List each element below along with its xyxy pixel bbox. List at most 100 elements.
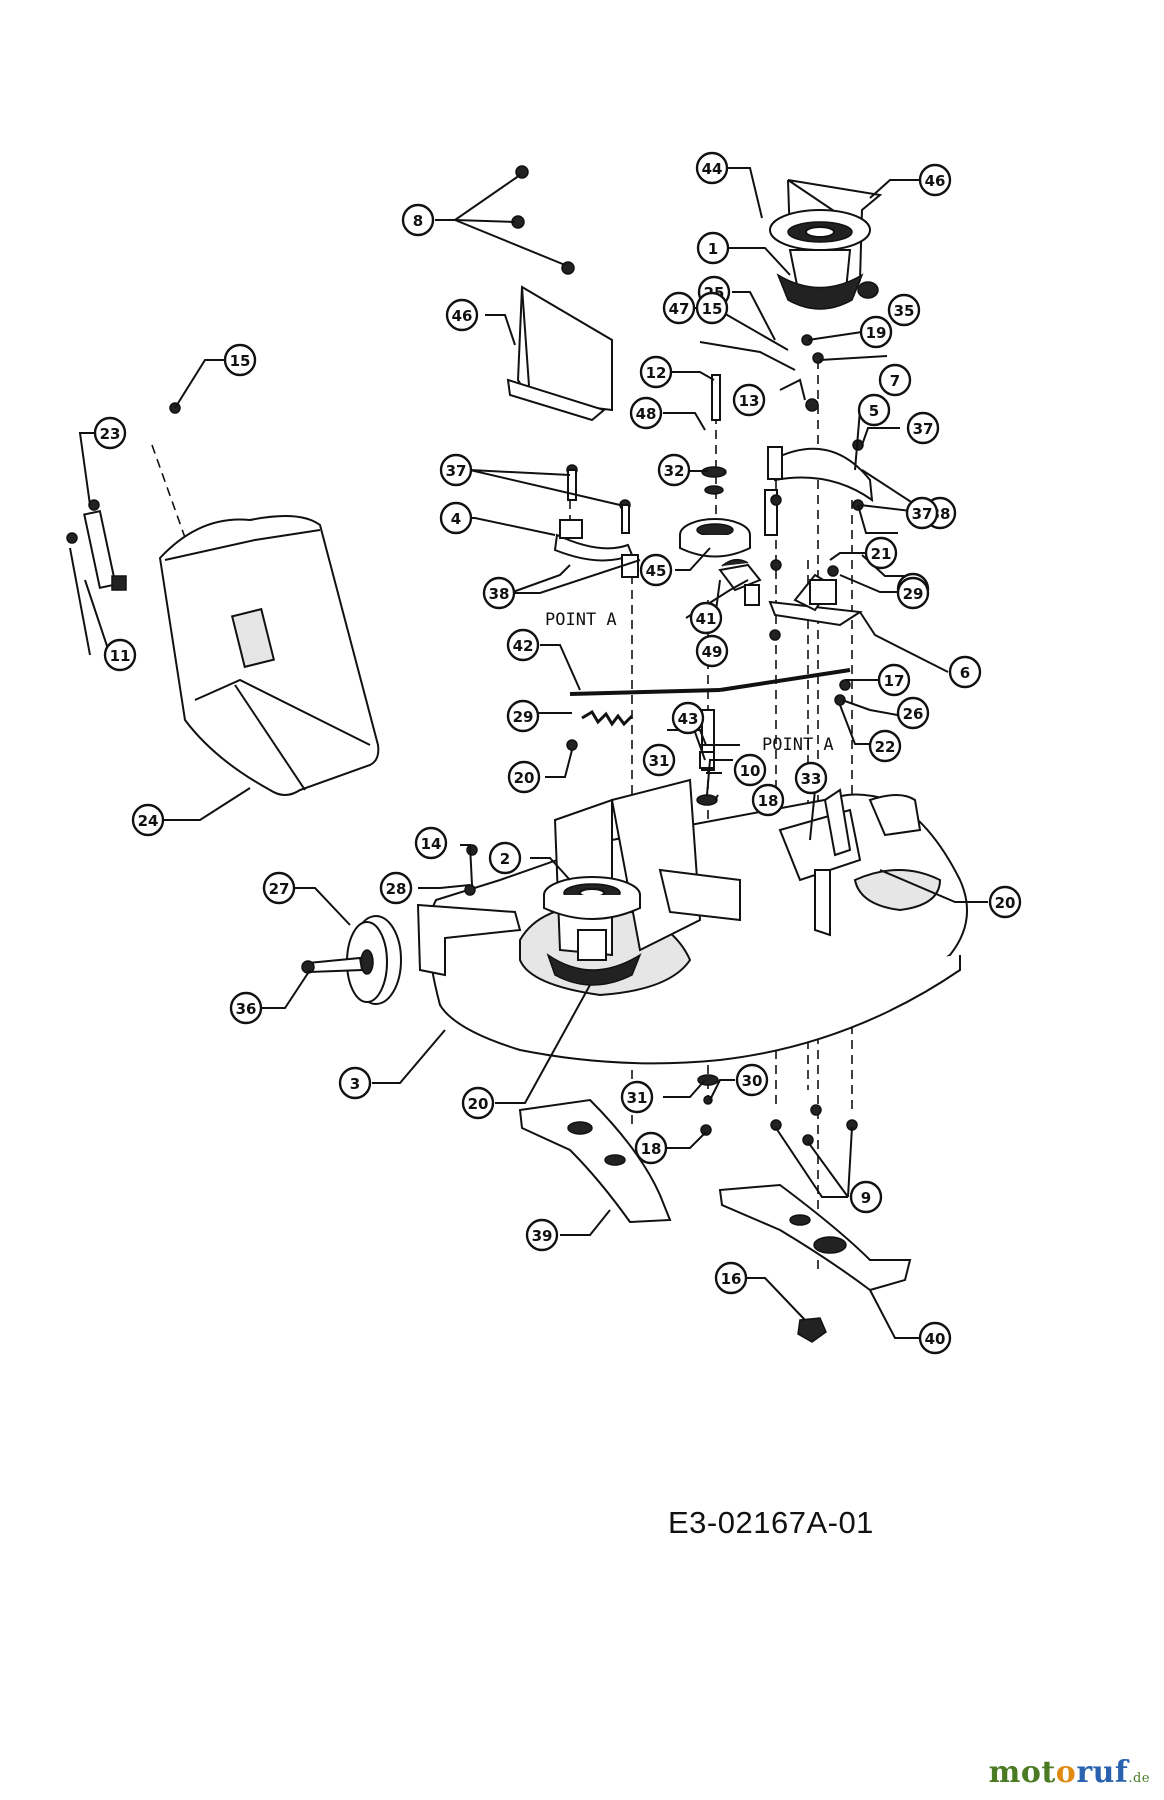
blades <box>518 1098 912 1343</box>
callout-circle <box>868 729 902 763</box>
callout-number: 10 <box>740 762 761 780</box>
callout-circle <box>696 231 730 265</box>
callout-circle <box>262 871 296 905</box>
callout-number: 20 <box>468 1095 489 1113</box>
callout-circle <box>506 628 540 662</box>
callout-number: 11 <box>110 647 131 665</box>
callout-group: 4446812515194735121374648537152337323843… <box>93 151 1022 1355</box>
callout-number: 37 <box>913 420 934 438</box>
callout-number: 35 <box>894 302 915 320</box>
deck-spindle <box>543 876 642 986</box>
callout-circle <box>896 576 930 610</box>
callout-circle <box>735 1063 769 1097</box>
callout-circle <box>507 760 541 794</box>
callout-circle <box>439 501 473 535</box>
wheel-assembly <box>301 903 522 1005</box>
callout-number: 15 <box>702 300 723 318</box>
callout-number: 37 <box>446 462 467 480</box>
callout-circle <box>714 1261 748 1295</box>
callout-number: 3 <box>350 1075 360 1093</box>
callout-number: 14 <box>421 835 442 853</box>
callout-circle <box>229 991 263 1025</box>
callout-circle <box>414 826 448 860</box>
callout-circle <box>379 871 413 905</box>
callout-number: 18 <box>641 1140 662 1158</box>
callout-number: 30 <box>742 1072 763 1090</box>
callout-number: 4 <box>451 510 461 528</box>
callout-number: 43 <box>678 710 699 728</box>
callout-number: 2 <box>500 850 510 868</box>
callout-circle <box>857 393 891 427</box>
callout-circle <box>695 634 729 668</box>
callout-number: 27 <box>269 880 290 898</box>
callout-number: 9 <box>861 1189 871 1207</box>
callout-circle <box>906 411 940 445</box>
callout-circle <box>488 841 522 875</box>
callout-number: 45 <box>646 562 667 580</box>
callout-number: 6 <box>960 664 970 682</box>
callout-number: 42 <box>513 637 534 655</box>
callout-number: 16 <box>721 1270 742 1288</box>
callout-number: 8 <box>413 212 423 230</box>
callout-number: 41 <box>696 610 717 628</box>
callout-number: 36 <box>236 1000 257 1018</box>
grass-bag <box>158 515 380 796</box>
callout-circle <box>689 601 723 635</box>
callout-number: 7 <box>890 372 900 390</box>
callout-circle <box>849 1180 883 1214</box>
callout-circle <box>794 761 828 795</box>
callout-circle <box>918 163 952 197</box>
callout-number: 46 <box>452 307 473 325</box>
handle-bracket <box>66 499 127 591</box>
callout-number: 32 <box>664 462 685 480</box>
callout-circle <box>639 355 673 389</box>
callout-number: 17 <box>884 672 905 690</box>
callout-number: 5 <box>869 402 879 420</box>
callout-circle <box>662 291 696 325</box>
callout-circle <box>439 453 473 487</box>
callout-number: 21 <box>871 545 892 563</box>
callout-number: 18 <box>758 792 779 810</box>
callout-circle <box>461 1086 495 1120</box>
callout-number: 37 <box>912 505 933 523</box>
callout-circle <box>732 383 766 417</box>
callout-number: 28 <box>386 880 407 898</box>
callout-circle <box>131 803 165 837</box>
callout-circle <box>657 453 691 487</box>
drawing-code: E3-02167A-01 <box>668 1505 874 1540</box>
watermark-part-2: o <box>1055 1755 1077 1790</box>
callout-circle <box>988 885 1022 919</box>
callout-number: 48 <box>636 405 657 423</box>
callout-number: 20 <box>995 894 1016 912</box>
callout-circle <box>482 576 516 610</box>
callout-number: 12 <box>646 364 667 382</box>
point-a-label-lower: POINT A <box>762 735 834 755</box>
left-bracket <box>553 519 639 578</box>
watermark-part-1: mot <box>988 1755 1056 1790</box>
callout-circle <box>93 416 127 450</box>
fasteners <box>169 165 864 1146</box>
callout-number: 31 <box>649 752 670 770</box>
callout-number: 33 <box>801 770 822 788</box>
callout-circle <box>878 363 912 397</box>
callout-circle <box>639 553 673 587</box>
callout-number: 23 <box>100 425 121 443</box>
callout-number: 31 <box>627 1089 648 1107</box>
callout-circle <box>103 638 137 672</box>
callout-circle <box>671 701 705 735</box>
callout-circle <box>751 783 785 817</box>
callout-number: 29 <box>903 585 924 603</box>
callout-circle <box>695 291 729 325</box>
callout-circle <box>401 203 435 237</box>
callout-circle <box>223 343 257 377</box>
callout-circle <box>877 663 911 697</box>
watermark-logo: motoruf.de <box>989 1755 1150 1790</box>
callout-number: 29 <box>513 708 534 726</box>
discharge-chute <box>506 285 613 422</box>
callout-number: 39 <box>532 1227 553 1245</box>
callout-circle <box>918 1321 952 1355</box>
callout-circle <box>695 151 729 185</box>
watermark-suffix: .de <box>1128 1771 1150 1786</box>
idler-bracket <box>764 446 874 627</box>
